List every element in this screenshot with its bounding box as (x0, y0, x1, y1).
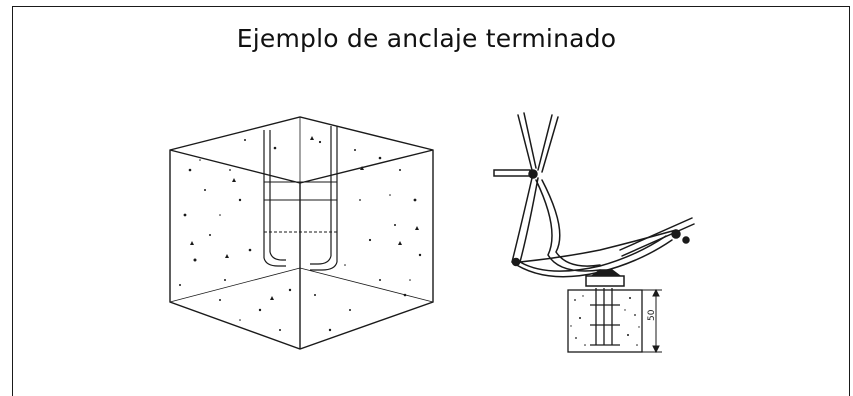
page-title: Ejemplo de anclaje terminado (236, 24, 617, 53)
concrete-footing (567, 288, 643, 353)
dimension-line (642, 288, 662, 354)
anchor-bolts (263, 126, 338, 271)
figure-frame (12, 6, 850, 396)
footing-texture (570, 295, 640, 346)
dimension-label: 50 (647, 309, 657, 321)
concrete-texture (179, 136, 422, 332)
